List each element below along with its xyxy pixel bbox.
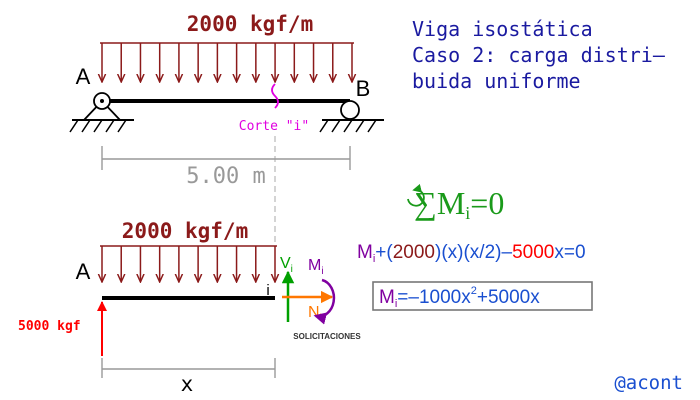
support-b-roller: [319, 100, 384, 133]
free-body-group: 2000 kgf/m A i 5000 kgf x Vi Ni Mi SOLIC…: [18, 219, 361, 396]
x-dimension: [101, 358, 276, 378]
top-load-arrows: [102, 43, 352, 82]
free-body-a-label: A: [76, 259, 91, 284]
moment-sum-rotation-icon: [407, 183, 425, 207]
shear-label: Vi: [280, 255, 293, 275]
moment-label: Mi: [308, 257, 324, 277]
length-label: 5.00 m: [186, 164, 265, 189]
title-line-3: buida uniforme: [412, 69, 581, 93]
moment-result-equation: Mi=–1000x2+5000x: [379, 285, 540, 310]
reaction-label: 5000 kgf: [18, 319, 81, 334]
cut-point-label: i: [266, 282, 269, 299]
title-line-1: Viga isostática: [412, 17, 593, 41]
cut-mark: [271, 83, 279, 109]
equations-block: ∑Mi=0 Mi+(2000)(x)(x/2)–5000x=0 Mi=–1000…: [357, 183, 593, 311]
top-beam-group: 2000 kgf/m A B Corte "i" 5.: [69, 12, 384, 270]
length-dimension: [101, 146, 351, 170]
internal-forces-label: SOLICITACIONES: [293, 332, 361, 341]
support-a-pin: [69, 92, 134, 133]
x-label: x: [181, 372, 194, 396]
top-load-label: 2000 kgf/m: [187, 12, 313, 36]
bottom-load-label: 2000 kgf/m: [122, 219, 248, 243]
normal-label: Ni: [308, 304, 322, 324]
support-a-label: A: [76, 64, 91, 89]
author-credit: @acont: [614, 372, 683, 394]
moment-arrow: [313, 278, 336, 325]
bottom-load-arrows: [102, 246, 275, 282]
result-box: [372, 281, 593, 311]
title-block: Viga isostática Caso 2: carga distri– bu…: [412, 17, 666, 93]
moment-sum-equation: ∑Mi=0: [414, 185, 504, 223]
support-b-label: B: [356, 76, 371, 101]
title-line-2: Caso 2: carga distri–: [412, 43, 666, 67]
cut-label: Corte "i": [239, 119, 309, 134]
moment-equation: Mi+(2000)(x)(x/2)–5000x=0: [357, 242, 586, 265]
